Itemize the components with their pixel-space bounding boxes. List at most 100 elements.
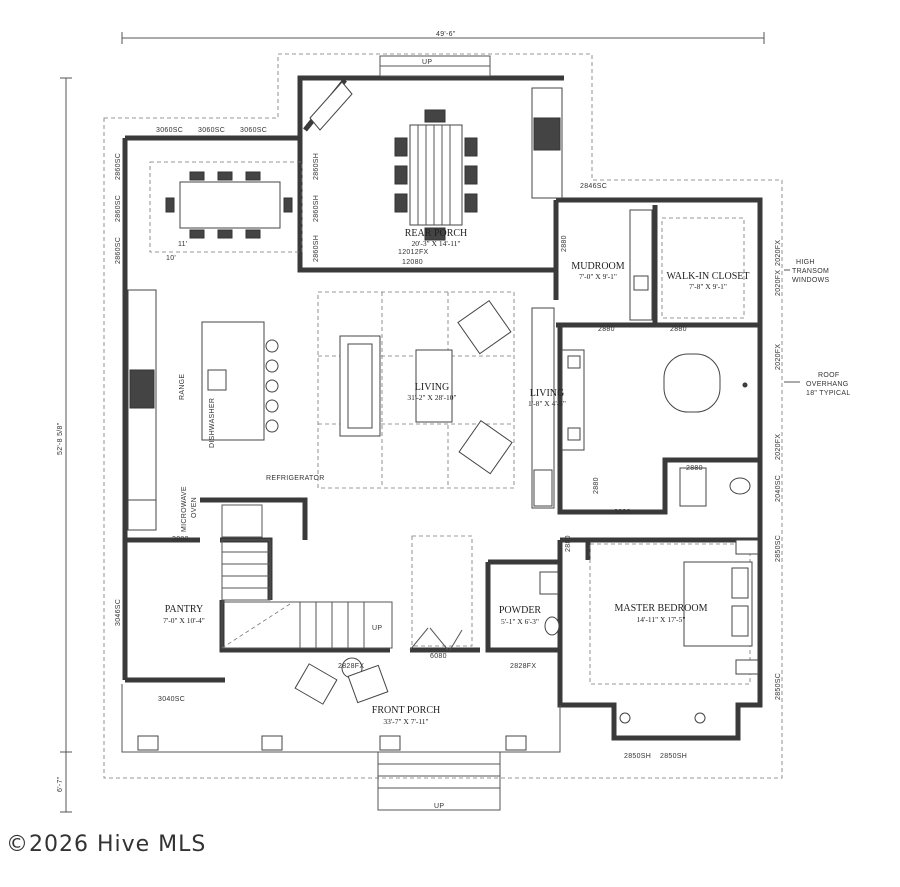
room-name: WALK-IN CLOSET bbox=[666, 271, 749, 282]
room-size: 1'-8" X 4'-5" bbox=[528, 399, 566, 408]
porch-chair bbox=[347, 664, 389, 704]
powder-toilet-icon bbox=[544, 616, 560, 636]
room-size: 20'-3" X 14'-11" bbox=[412, 239, 461, 248]
built-in-cabinets bbox=[531, 307, 585, 509]
window-tag: 2860SH bbox=[313, 153, 320, 180]
dining-dim-10: 10' bbox=[166, 255, 176, 262]
refrigerator-label: REFRIGERATOR bbox=[266, 475, 325, 482]
dishwasher-label: DISHWASHER bbox=[209, 398, 216, 448]
stair-up-label: UP bbox=[372, 625, 382, 632]
vanity-sink-icon bbox=[567, 355, 581, 369]
rear-steps: UP bbox=[379, 55, 491, 77]
porch-depth-label: 6'-7" bbox=[57, 776, 64, 792]
kitchen: RANGE DISHWASHER REFRIGERATOR MICROWAVE … bbox=[127, 289, 325, 532]
stairs: UP bbox=[221, 504, 393, 649]
window-tag: 3060SC bbox=[240, 127, 267, 134]
room-size: 7'-8" X 9'-1" bbox=[689, 282, 727, 291]
room-name: MUDROOM bbox=[571, 261, 624, 272]
door-tag: 2880 bbox=[565, 535, 572, 552]
door-tag: 2880 bbox=[686, 465, 703, 472]
room-name: FRONT PORCH bbox=[372, 705, 440, 716]
window-tag: 2020FX bbox=[775, 434, 782, 460]
island-sink-icon bbox=[207, 369, 227, 391]
room-size: 31'-2" X 28'-10" bbox=[407, 393, 456, 402]
microwave-label: MICROWAVE bbox=[181, 486, 188, 532]
door-tag: 3080 bbox=[172, 536, 189, 543]
watermark: ©2026 Hive MLS bbox=[6, 832, 207, 857]
laundry-sink-icon bbox=[633, 275, 649, 291]
master-bath bbox=[663, 353, 751, 507]
window-tag: 2020FX bbox=[775, 270, 782, 296]
door-tag: 2880 bbox=[593, 477, 600, 494]
window-tag: 3060SC bbox=[198, 127, 225, 134]
front-up-label: UP bbox=[434, 803, 444, 810]
window-tag: 2020FX bbox=[775, 344, 782, 370]
oven-label: OVEN bbox=[191, 497, 198, 518]
coffee-table bbox=[415, 349, 453, 423]
front-porch: UP bbox=[121, 684, 561, 811]
window-tag: 2846SC bbox=[580, 183, 607, 190]
rear-porch-furniture bbox=[309, 81, 563, 241]
note-typical: 18" TYPICAL bbox=[806, 390, 851, 397]
window-tag: 3040SC bbox=[158, 696, 185, 703]
vanity-sink-icon bbox=[567, 427, 581, 441]
room-labels: REAR PORCH 20'-3" X 14'-11" MUDROOM 7'-0… bbox=[163, 228, 749, 726]
overall-width-label: 49'-6" bbox=[436, 31, 456, 38]
living-area bbox=[317, 291, 515, 489]
door-tag: 6080 bbox=[430, 653, 447, 660]
window-tag: 2860SH bbox=[313, 195, 320, 222]
window-tag: 2850SC bbox=[775, 673, 782, 700]
room-name: MASTER BEDROOM bbox=[614, 603, 707, 614]
roof-overhang-outline bbox=[103, 53, 783, 779]
note-overhang: OVERHANG bbox=[806, 381, 848, 388]
porch-chair bbox=[294, 663, 338, 705]
range-icon bbox=[129, 369, 155, 409]
window-tag: 2860SH bbox=[313, 235, 320, 262]
room-name: LIVING bbox=[530, 388, 564, 399]
range-label: RANGE bbox=[179, 374, 186, 400]
note-roof: ROOF bbox=[818, 372, 839, 379]
grill-icon bbox=[533, 117, 561, 151]
dining-area: 11' 10' bbox=[149, 161, 303, 262]
front-entry bbox=[294, 535, 473, 705]
window-tag: 2860SC bbox=[115, 153, 122, 180]
room-name: REAR PORCH bbox=[405, 228, 468, 239]
window-tag: 12012FX bbox=[398, 249, 429, 256]
window-tag: 2850SC bbox=[775, 535, 782, 562]
toilet-icon bbox=[729, 477, 751, 495]
dining-dim-11: 11' bbox=[178, 241, 188, 248]
armchair bbox=[458, 420, 513, 475]
window-door-callouts: 3060SC 3060SC 3060SC 2860SC 2860SC 2860S… bbox=[115, 127, 782, 760]
shower-drain-icon bbox=[742, 382, 748, 388]
window-tag: 2860SC bbox=[115, 237, 122, 264]
dining-table bbox=[179, 181, 281, 229]
room-name: POWDER bbox=[499, 605, 542, 616]
notes: HIGH TRANSOM WINDOWS ROOF OVERHANG 18" T… bbox=[784, 259, 851, 397]
note-windows: WINDOWS bbox=[792, 277, 830, 284]
note-transom: TRANSOM bbox=[792, 268, 829, 275]
room-size: 7'-0" X 9'-1" bbox=[579, 272, 617, 281]
window-tag: 2850SH bbox=[624, 753, 651, 760]
rear-porch-table bbox=[409, 124, 463, 226]
note-high: HIGH bbox=[796, 259, 815, 266]
room-name: LIVING bbox=[415, 382, 449, 393]
window-tag: 2828FX bbox=[510, 663, 536, 670]
window-tag: 2040SC bbox=[775, 475, 782, 502]
master-bedroom-furniture bbox=[589, 539, 759, 724]
window-tag: 2850SH bbox=[660, 753, 687, 760]
door-tag: 2880 bbox=[670, 326, 687, 333]
room-size: 33'-7" X 7'-11" bbox=[383, 717, 428, 726]
window-tag: 3046SC bbox=[115, 599, 122, 626]
powder-room-fixtures bbox=[539, 571, 560, 636]
armchair bbox=[457, 300, 512, 355]
door-tag: 3080 bbox=[614, 509, 631, 516]
powder-sink-icon bbox=[539, 571, 559, 595]
room-size: 7'-0" X 10'-4" bbox=[163, 616, 205, 625]
overall-depth-label: 52'-8 5/8" bbox=[57, 422, 64, 455]
bench bbox=[309, 81, 353, 131]
rear-up-label: UP bbox=[422, 59, 432, 66]
mudroom-fixtures bbox=[629, 209, 745, 321]
bathtub-icon bbox=[663, 353, 721, 413]
door-tag: 12080 bbox=[402, 259, 423, 266]
window-tag: 2828FX bbox=[338, 663, 364, 670]
